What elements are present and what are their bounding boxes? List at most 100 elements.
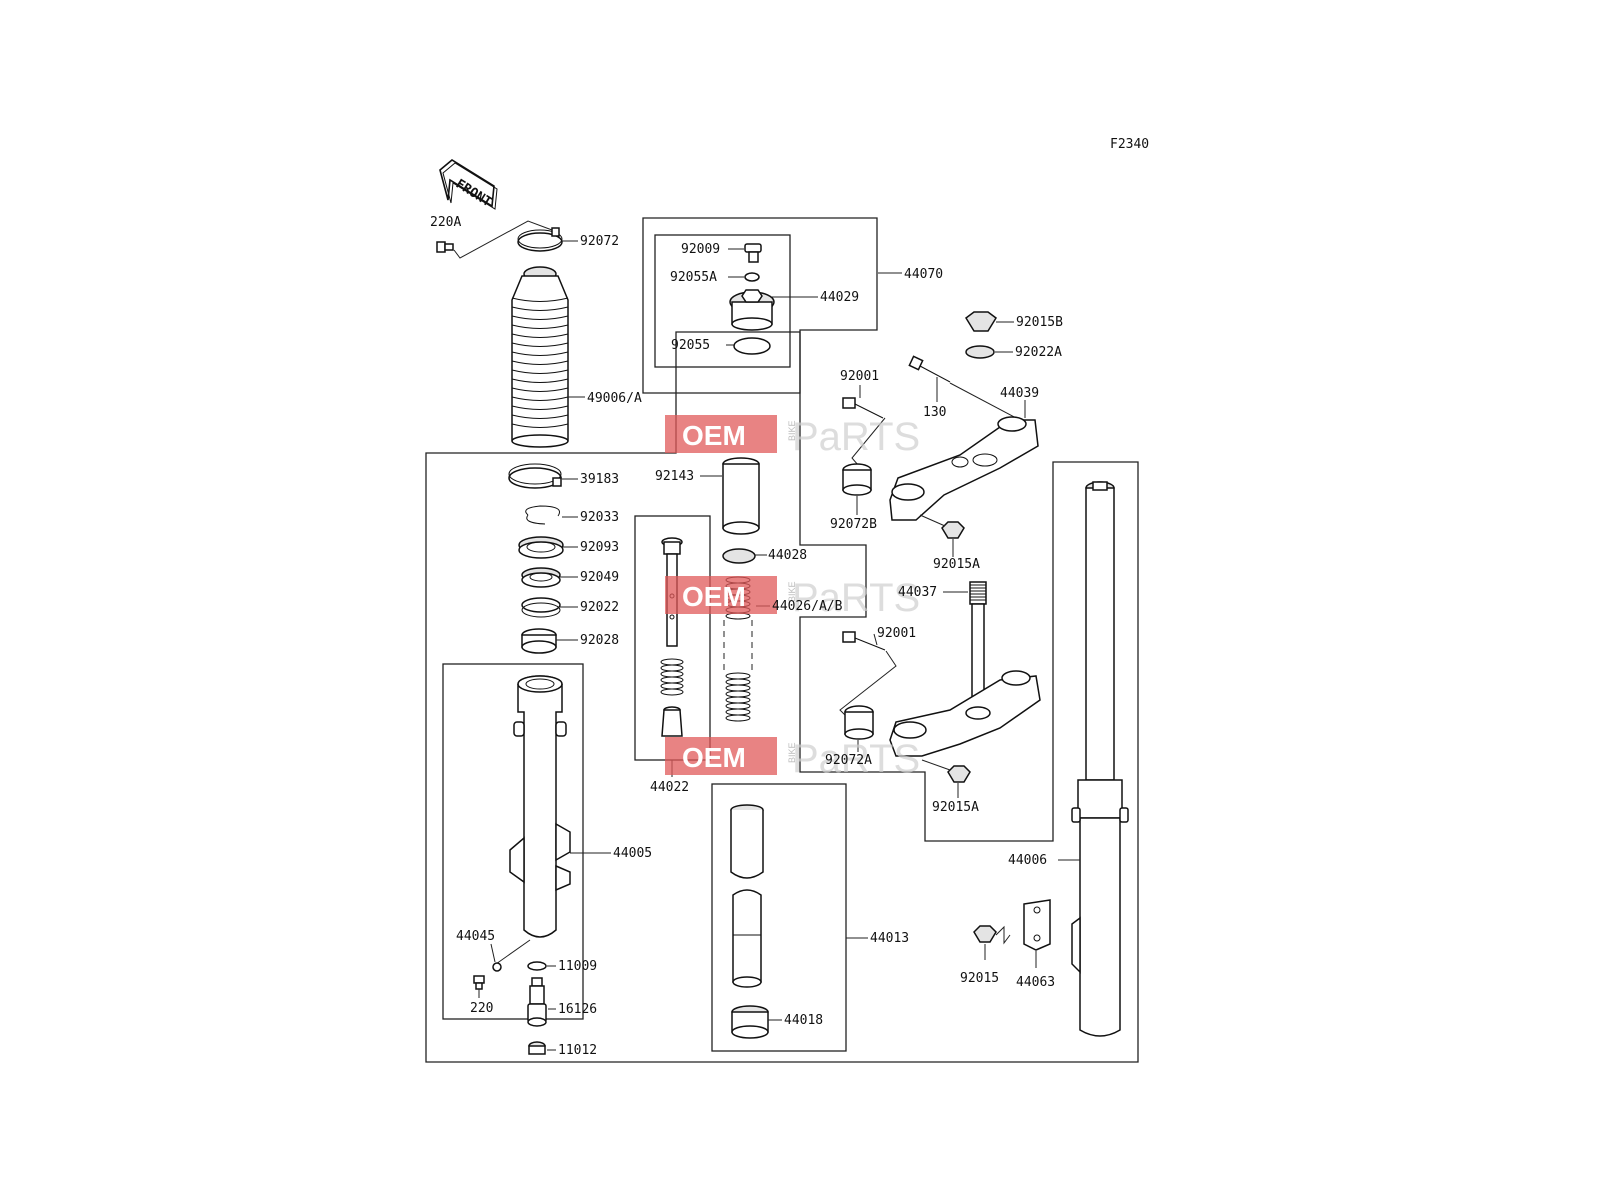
frame-44070 [642, 217, 878, 394]
part-label-44039: 44039 [1000, 386, 1039, 401]
part-label-39183: 39183 [580, 472, 619, 487]
part-label-44063: 44063 [1016, 975, 1055, 990]
part-label-92022: 92022 [580, 600, 619, 615]
part-label-92015a-lower: 92015A [932, 800, 979, 815]
front-arrow-icon: FRONT [439, 159, 498, 210]
figure-code: F2340 [1110, 137, 1149, 152]
upper-bracket-icon [889, 416, 1039, 521]
nut-92015a-upper-icon [941, 521, 965, 539]
washer-44045-icon [492, 962, 502, 972]
part-label-44029: 44029 [820, 290, 859, 305]
part-label-92055a: 92055A [670, 270, 717, 285]
bolt-130-icon [908, 355, 951, 383]
part-label-44013: 44013 [870, 931, 909, 946]
clamp-92072a-icon [844, 705, 874, 740]
oring-92055a-icon [744, 272, 760, 282]
frame-44029 [654, 234, 791, 368]
bushing-92022-icon [521, 597, 561, 618]
gasket-11009-icon [527, 961, 547, 971]
part-label-92001-upper: 92001 [840, 369, 879, 384]
svg-text:OEM: OEM [682, 581, 746, 612]
outer-tube-44005-icon [509, 675, 571, 938]
bolt-92001-upper-icon [842, 397, 884, 419]
svg-text:PaRTS: PaRTS [792, 415, 920, 459]
cap-11012-icon [528, 1041, 546, 1055]
part-label-92015a-upper: 92015A [933, 557, 980, 572]
assembly-frame-outer [425, 331, 1139, 1063]
part-label-92001-lower: 92001 [877, 626, 916, 641]
part-label-92033: 92033 [580, 510, 619, 525]
clamp-92072b-icon [842, 463, 872, 496]
watermark-2: OEM BIKE PaRTS [665, 576, 920, 620]
part-label-92009: 92009 [681, 242, 720, 257]
svg-text:PaRTS: PaRTS [792, 576, 920, 620]
frame-44013 [711, 783, 847, 1052]
part-label-44006: 44006 [1008, 853, 1047, 868]
svg-text:OEM: OEM [682, 742, 746, 773]
part-label-44026ab: 44026/A/B [772, 599, 843, 614]
part-label-92143: 92143 [655, 469, 694, 484]
screw-220a-icon [436, 241, 454, 253]
bolt-92009-icon [744, 243, 762, 263]
part-label-44005: 44005 [613, 846, 652, 861]
screw-220-icon [473, 975, 485, 990]
part-label-92022a: 92022A [1015, 345, 1062, 360]
fork-cap-icon [729, 289, 775, 331]
washer-44028-icon [722, 548, 756, 564]
part-label-92072b: 92072B [830, 517, 877, 532]
washer-92049-icon [521, 567, 561, 588]
steering-stem-icon [969, 581, 987, 715]
part-label-92055: 92055 [671, 338, 710, 353]
nut-92015-icon [973, 925, 997, 943]
part-label-44045: 44045 [456, 929, 495, 944]
svg-text:BIKE: BIKE [787, 420, 797, 441]
part-label-92028: 92028 [580, 633, 619, 648]
svg-text:OEM: OEM [682, 420, 746, 451]
rebound-spring-icon [660, 658, 684, 696]
circlip-92033-icon [525, 505, 560, 525]
part-label-92072: 92072 [580, 234, 619, 249]
part-label-11012: 11012 [558, 1043, 597, 1058]
washer-92022a-icon [965, 345, 995, 359]
spring-44026-lower-icon [725, 672, 751, 722]
part-label-16126: 16126 [558, 1002, 597, 1017]
svg-text:BIKE: BIKE [787, 742, 797, 763]
clamp-92072-icon [517, 227, 563, 252]
clamp-39183-icon [508, 463, 562, 489]
lower-bracket-icon [889, 670, 1041, 757]
part-label-92093: 92093 [580, 540, 619, 555]
part-label-44022: 44022 [650, 780, 689, 795]
oil-seal-92093-icon [518, 536, 564, 559]
part-label-92049: 92049 [580, 570, 619, 585]
fork-leg-44006-icon [1071, 481, 1129, 1037]
holder-44063-icon [1023, 899, 1051, 951]
part-label-44070: 44070 [904, 267, 943, 282]
bushing-44018-icon [731, 1005, 769, 1039]
part-label-44018: 44018 [784, 1013, 823, 1028]
part-label-130: 130 [923, 405, 946, 420]
part-label-220a: 220A [430, 215, 461, 230]
part-label-49006a: 49006/A [587, 391, 642, 406]
watermark-3: OEM BIKE PaRTS [665, 737, 920, 781]
inner-tube-44013-icon [730, 804, 764, 988]
part-label-44037: 44037 [898, 585, 937, 600]
svg-text:PaRTS: PaRTS [792, 737, 920, 781]
nut-92015b-icon [965, 311, 997, 332]
svg-text:BIKE: BIKE [787, 581, 797, 602]
part-label-220: 220 [470, 1001, 493, 1016]
part-label-92072a: 92072A [825, 753, 872, 768]
valve-16126-icon [527, 977, 547, 1027]
piece-icon [661, 706, 683, 737]
oring-92055-icon [733, 337, 771, 355]
collar-92143-icon [722, 457, 760, 535]
part-label-92015b: 92015B [1016, 315, 1063, 330]
frame-44005 [442, 663, 584, 1020]
bushing-92028-icon [521, 628, 557, 654]
part-label-44028: 44028 [768, 548, 807, 563]
bolt-92001-lower-icon [842, 631, 886, 651]
watermark-1: OEM BIKE PaRTS [665, 415, 920, 459]
part-label-11009: 11009 [558, 959, 597, 974]
part-label-92015: 92015 [960, 971, 999, 986]
fork-boot-icon [511, 266, 569, 448]
